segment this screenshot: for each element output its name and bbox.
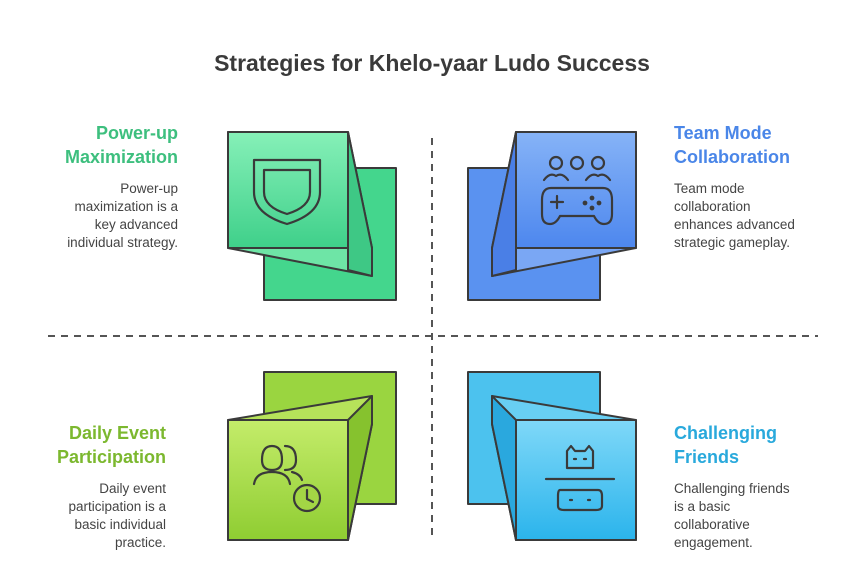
diagram-title: Strategies for Khelo-yaar Ludo Success bbox=[214, 50, 650, 76]
team-mode-desc-line: enhances advanced bbox=[674, 217, 795, 232]
team-mode-heading-line1: Team Mode bbox=[674, 123, 772, 143]
challenging-desc-line: collaborative bbox=[674, 517, 750, 532]
power-up-heading-line1: Power-up bbox=[95, 123, 178, 143]
team-mode-desc-line: Team mode bbox=[674, 181, 745, 196]
daily-event-block bbox=[227, 371, 397, 541]
users-clock-icon bbox=[252, 444, 322, 513]
team-mode-desc-line: strategic gameplay. bbox=[674, 235, 791, 250]
challenging-heading-line1: Challenging bbox=[674, 423, 777, 443]
team-mode-description: Team mode collaboration enhances advance… bbox=[674, 180, 864, 252]
versus-gamepad-icon bbox=[544, 444, 616, 512]
challenging-desc-line: Challenging friends bbox=[674, 481, 790, 496]
team-mode-heading: Team Mode Collaboration bbox=[674, 121, 864, 169]
daily-event-desc-line: practice. bbox=[114, 535, 166, 550]
challenging-desc-line: engagement. bbox=[674, 535, 753, 550]
team-gamepad-icon bbox=[540, 155, 614, 226]
team-mode-desc-line: collaboration bbox=[674, 199, 751, 214]
power-up-desc-line: Power-up bbox=[120, 181, 178, 196]
challenging-block bbox=[467, 371, 637, 541]
daily-event-heading-line2: Participation bbox=[56, 447, 166, 467]
daily-event-desc-line: basic individual bbox=[74, 517, 166, 532]
daily-event-description: Daily event participation is a basic ind… bbox=[0, 480, 166, 552]
power-up-block bbox=[227, 131, 397, 301]
power-up-description: Power-up maximization is a key advanced … bbox=[0, 180, 178, 252]
shield-icon bbox=[252, 158, 322, 226]
power-up-heading: Power-up Maximization bbox=[0, 121, 178, 169]
team-mode-heading-line2: Collaboration bbox=[674, 147, 790, 167]
daily-event-heading-line1: Daily Event bbox=[68, 423, 166, 443]
power-up-desc-line: key advanced bbox=[94, 217, 178, 232]
challenging-heading-line2: Friends bbox=[674, 447, 740, 467]
power-up-desc-line: maximization is a bbox=[74, 199, 178, 214]
challenging-heading: Challenging Friends bbox=[674, 421, 864, 469]
daily-event-desc-line: participation is a bbox=[68, 499, 166, 514]
challenging-description: Challenging friends is a basic collabora… bbox=[674, 480, 864, 552]
daily-event-desc-line: Daily event bbox=[99, 481, 166, 496]
power-up-desc-line: individual strategy. bbox=[67, 235, 178, 250]
power-up-heading-line2: Maximization bbox=[64, 147, 178, 167]
daily-event-heading: Daily Event Participation bbox=[0, 421, 166, 469]
challenging-desc-line: is a basic bbox=[674, 499, 731, 514]
